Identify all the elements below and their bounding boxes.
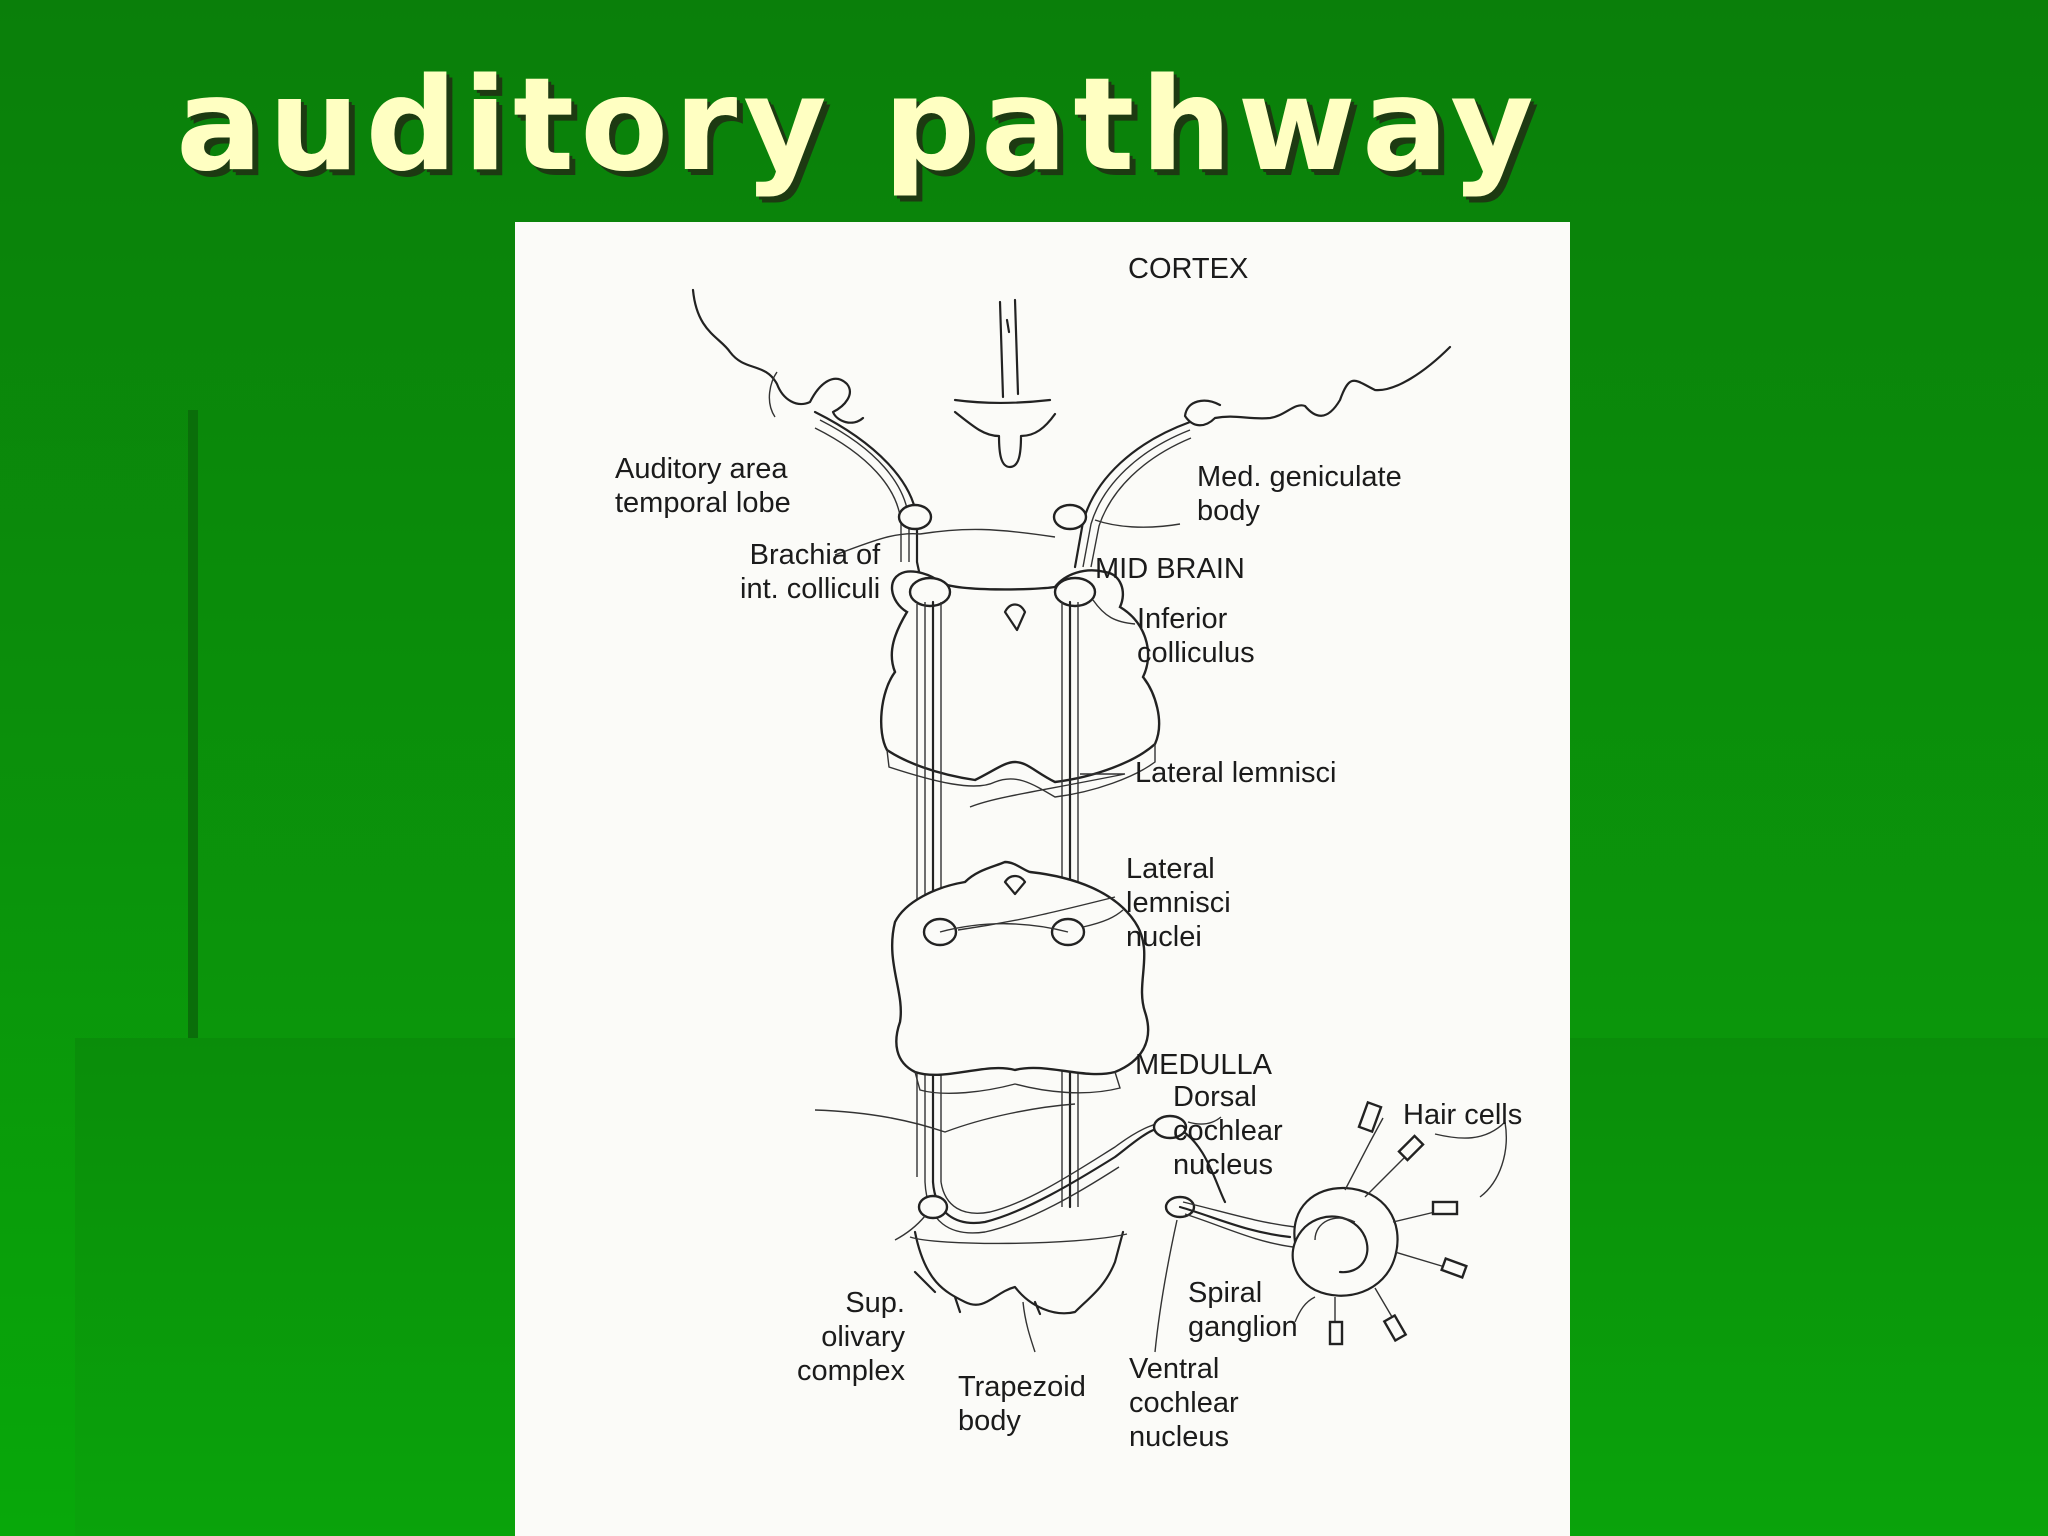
label-sup-olivary: Sup. olivary complex	[797, 1287, 905, 1387]
slide-title: auditory pathway	[176, 51, 1540, 200]
dorsal-cochlear-nucleus-node	[1152, 1114, 1188, 1140]
leader-inferior-colliculus	[1092, 599, 1136, 625]
inferior-colliculus-left	[908, 576, 952, 608]
leader-ventral-cochlear	[1154, 1219, 1178, 1353]
pathway-drawing	[691, 288, 1507, 1353]
leader-spiral-ganglion	[1294, 1296, 1316, 1323]
label-inferior-colliculus: Inferior colliculus	[1137, 603, 1255, 669]
label-med-geniculate: Med. geniculate body	[1197, 461, 1402, 527]
label-ventral-cochlear: Ventral cochlear nucleus	[1129, 1353, 1239, 1453]
label-brachia: Brachia of int. colliculi	[740, 539, 881, 605]
leader-sup-olivary	[894, 1215, 926, 1241]
inferior-colliculus-right	[1053, 576, 1097, 608]
cochlear-nerve	[1178, 1205, 1292, 1239]
label-lateral-lemnisci-nuclei: Lateral lemnisci nuclei	[1126, 853, 1231, 953]
leader-trapezoid	[1022, 1301, 1036, 1353]
leader-lateral-lemnisci	[969, 773, 1126, 808]
cortex-left-outline	[691, 288, 865, 424]
leader-dorsal-cochlear	[1187, 1116, 1222, 1125]
hair-cell-fibres	[1334, 1117, 1446, 1327]
leader-auditory-area	[768, 371, 778, 418]
cortex-right-outline	[1183, 345, 1452, 427]
leader-brachia	[834, 528, 1056, 556]
pons-block	[890, 860, 1150, 1077]
label-trapezoid-body: Trapezoid body	[958, 1371, 1086, 1437]
sup-olivary-left	[917, 1194, 949, 1220]
midline-fissure	[998, 298, 1020, 399]
trapezoid-fibres	[931, 1125, 1227, 1225]
corpus-callosum	[953, 398, 1057, 469]
auditory-pathway-figure: CORTEX Auditory area temporal lobe Med. …	[515, 222, 1570, 1536]
medulla-outline	[913, 1230, 1125, 1315]
leader-hair-cells	[1434, 1121, 1507, 1198]
med-geniculate-right	[1052, 503, 1088, 531]
background-band-edge	[188, 410, 198, 1045]
label-dorsal-cochlear: Dorsal cochlear nucleus	[1173, 1081, 1283, 1181]
label-spiral-ganglion: Spiral ganglion	[1188, 1277, 1298, 1343]
label-cortex: CORTEX	[1128, 253, 1249, 285]
cochlea-spiral	[1291, 1186, 1399, 1297]
label-hair-cells: Hair cells	[1403, 1099, 1523, 1131]
label-auditory-area: Auditory area temporal lobe	[615, 453, 791, 519]
med-geniculate-left	[897, 503, 933, 531]
label-mid-brain: MID BRAIN	[1095, 553, 1245, 585]
radiation-right	[1073, 420, 1192, 569]
label-lateral-lemnisci: Lateral lemnisci	[1135, 757, 1337, 789]
midbrain-aqueduct	[1003, 603, 1027, 632]
label-medulla: MEDULLA	[1135, 1049, 1272, 1081]
hair-cells-group	[1328, 1100, 1468, 1346]
leader-med-geniculate	[1094, 519, 1181, 528]
leader-lemnisci-nuclei	[957, 896, 1124, 931]
